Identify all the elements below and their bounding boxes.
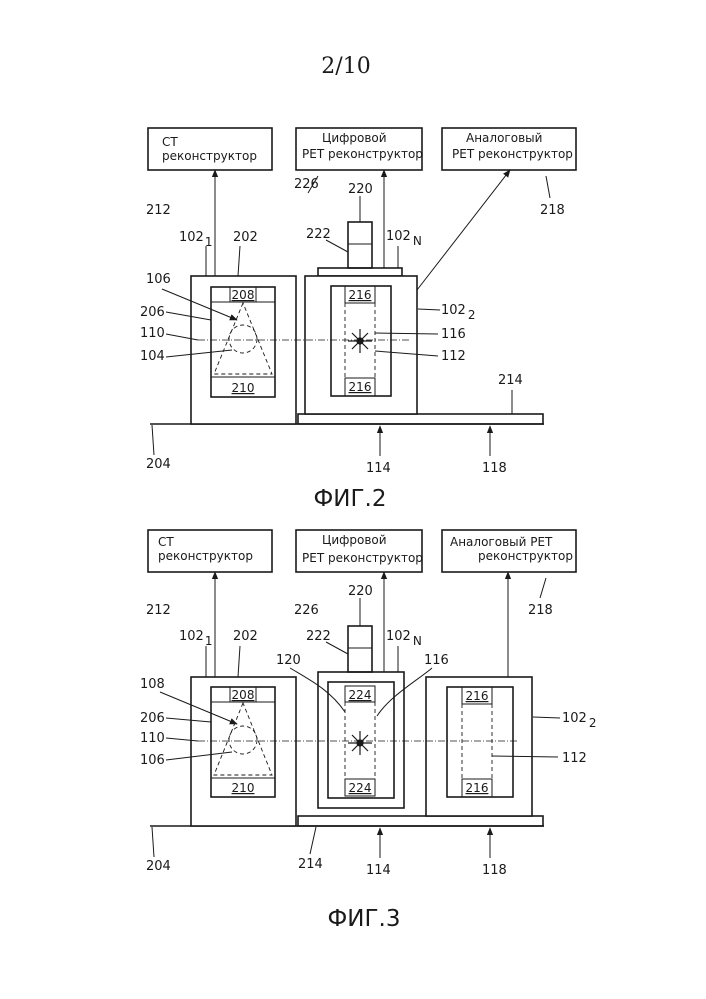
ref-102-N: 102N xyxy=(386,229,422,248)
ct-top-detector-label-3: 208 xyxy=(232,688,255,702)
ct-bottom-detector-label-3: 210 xyxy=(232,781,255,795)
ct-reconstructor-box: CT реконструктор xyxy=(148,128,272,170)
analog-pet-reconstructor-box: Аналоговый PET реконструктор xyxy=(442,128,576,170)
ref-226: 226 xyxy=(294,177,319,192)
ref-206-3: 206 xyxy=(140,711,165,726)
ref-204: 204 xyxy=(146,457,171,472)
ct-reconstructor-3-line-1: CT xyxy=(158,535,174,549)
ct-bottom-detector-label: 210 xyxy=(232,381,255,395)
digital-pet-insert: 224 224 xyxy=(318,626,404,808)
ref-204-3: 204 xyxy=(146,859,171,874)
ref-118-3: 118 xyxy=(482,863,507,878)
ref-102-1: 1021 xyxy=(179,230,212,249)
analog-bottom-detector-label: 216 xyxy=(466,781,489,795)
ref-112-3: 112 xyxy=(562,751,587,766)
ref-102-1-3: 1021 xyxy=(179,629,212,648)
pet-top-detector-label: 216 xyxy=(349,288,372,302)
page-number: 2/10 xyxy=(321,54,370,79)
ref-106-3: 106 xyxy=(140,753,165,768)
ref-206: 206 xyxy=(140,305,165,320)
digital-pet-line-2: PET реконструктор xyxy=(302,147,423,161)
pet-bottom-detector-label: 216 xyxy=(349,380,372,394)
analog-top-detector-label: 216 xyxy=(466,689,489,703)
ref-214: 214 xyxy=(498,373,523,388)
ct-reconstructor-line-1: CT xyxy=(162,135,178,149)
ref-214-3: 214 xyxy=(298,857,323,872)
ref-110: 110 xyxy=(140,326,165,341)
analog-pet-3-line-2: реконструктор xyxy=(478,549,573,563)
ref-118: 118 xyxy=(482,461,507,476)
ref-202: 202 xyxy=(233,230,258,245)
ref-218-3: 218 xyxy=(528,603,553,618)
ref-218: 218 xyxy=(540,203,565,218)
ref-108: 108 xyxy=(140,677,165,692)
analog-pet-reconstructor-box-3: Аналоговый PET реконструктор xyxy=(442,530,576,572)
ref-120: 120 xyxy=(276,653,301,668)
analog-pet-line-2: PET реконструктор xyxy=(452,147,573,161)
ref-222-3: 222 xyxy=(306,629,331,644)
figure-2: CT реконструктор Цифровой PET реконструк… xyxy=(140,128,576,512)
digital-pet-line-1: Цифровой xyxy=(322,131,387,145)
ref-112: 112 xyxy=(441,349,466,364)
ref-212: 212 xyxy=(146,203,171,218)
analog-pet-scanner-3: 216 216 xyxy=(426,677,532,816)
ref-102-2: 1022 xyxy=(441,303,475,322)
analog-pet-3-line-1: Аналоговый PET xyxy=(450,535,553,549)
ref-222: 222 xyxy=(306,227,331,242)
ref-114: 114 xyxy=(366,461,391,476)
ct-scanner-gantry-3: 208 210 xyxy=(191,677,296,826)
ref-102-2-3: 1022 xyxy=(562,711,596,730)
ct-top-detector-label: 208 xyxy=(232,288,255,302)
ref-104: 104 xyxy=(140,349,165,364)
ct-scanner-gantry: 208 210 xyxy=(191,276,296,424)
ct-reconstructor-line-2: реконструктор xyxy=(162,149,257,163)
figure-2-title: ФИГ.2 xyxy=(314,486,387,512)
ref-220-3: 220 xyxy=(348,584,373,599)
ref-116-3: 116 xyxy=(424,653,449,668)
ref-116: 116 xyxy=(441,327,466,342)
ref-114-3: 114 xyxy=(366,863,391,878)
figure-3: CT реконструктор Цифровой PET реконструк… xyxy=(140,530,596,932)
ref-226-3: 226 xyxy=(294,603,319,618)
ct-reconstructor-box-3: CT реконструктор xyxy=(148,530,272,572)
analog-pet-scanner: 216 216 xyxy=(305,276,417,414)
digital-pet-3-line-2: PET реконструктор xyxy=(302,551,423,565)
figure-3-title: ФИГ.3 xyxy=(328,906,401,932)
ct-reconstructor-3-line-2: реконструктор xyxy=(158,549,253,563)
ref-212-3: 212 xyxy=(146,603,171,618)
rail-214 xyxy=(298,414,543,424)
digital-top-detector-label: 224 xyxy=(349,688,372,702)
digital-bottom-detector-label: 224 xyxy=(349,781,372,795)
ref-220: 220 xyxy=(348,182,373,197)
digital-pet-reconstructor-box-3: Цифровой PET реконструктор xyxy=(296,530,423,572)
rail-214-3 xyxy=(298,816,543,826)
ref-106: 106 xyxy=(146,272,171,287)
ref-110-3: 110 xyxy=(140,731,165,746)
analog-pet-line-1: Аналоговый xyxy=(466,131,542,145)
digital-pet-reconstructor-box: Цифровой PET реконструктор xyxy=(296,128,423,170)
ref-202-3: 202 xyxy=(233,629,258,644)
ref-102-N-3: 102N xyxy=(386,629,422,648)
digital-pet-3-line-1: Цифровой xyxy=(322,533,387,547)
